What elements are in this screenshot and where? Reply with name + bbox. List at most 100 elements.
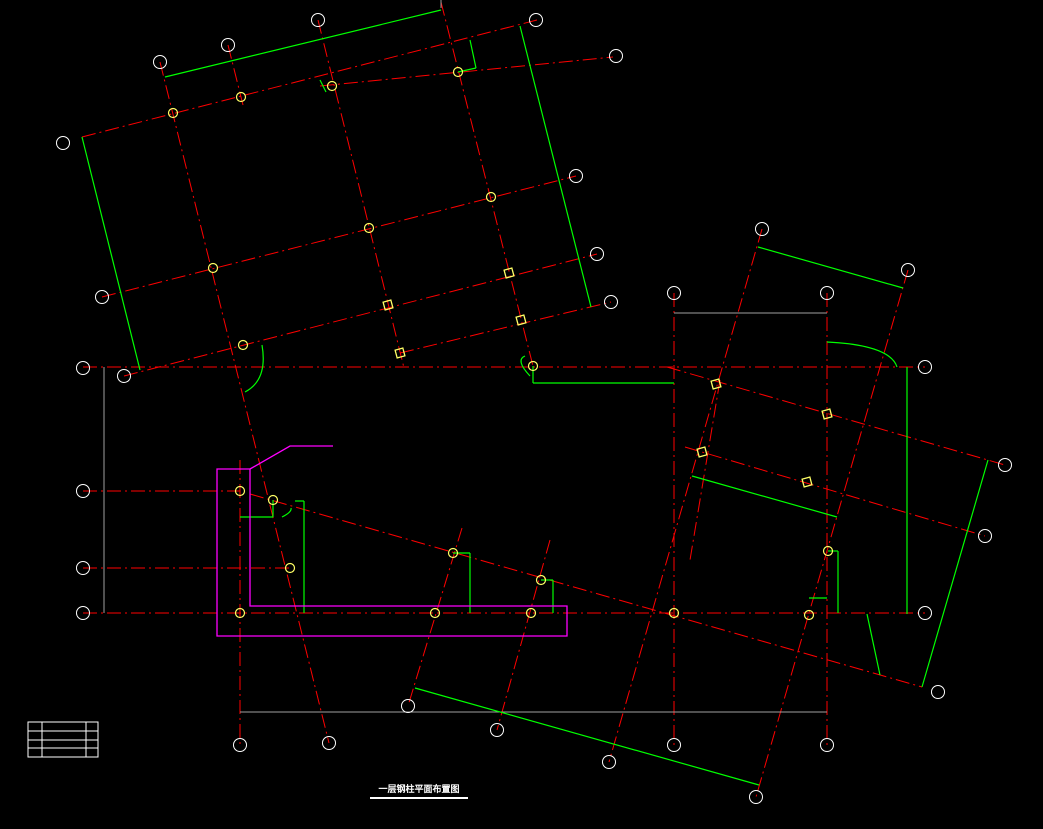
axis-line [249, 493, 923, 688]
axis-bubble [117, 369, 131, 383]
drawing-title: 一层钢柱平面布置图 [378, 785, 460, 795]
axis-bubble [609, 49, 623, 63]
axis-bubble [529, 13, 543, 27]
axis-bubble [401, 699, 415, 713]
reference-lines [103, 0, 827, 713]
axis-line [608, 228, 763, 763]
box-column [515, 314, 527, 326]
axis-bubble [56, 136, 70, 150]
dimension-lines [81, 9, 989, 786]
axis-line [123, 253, 598, 377]
round-column [525, 607, 537, 619]
axis-line [399, 301, 612, 354]
axis-bubble [755, 222, 769, 236]
axis-line [755, 269, 909, 798]
axis-bubble [602, 755, 616, 769]
round-column [207, 262, 219, 274]
axis-line [319, 56, 614, 87]
steel-columns [167, 66, 834, 621]
axis-bubble [901, 263, 915, 277]
round-column [447, 547, 459, 559]
box-column [696, 446, 708, 458]
axis-bubble [978, 529, 992, 543]
box-column [503, 267, 515, 279]
core-wall-polygon [216, 468, 568, 637]
round-column [326, 80, 338, 92]
angle-arc [281, 507, 292, 518]
axis-bubble [820, 738, 834, 752]
axis-line [496, 539, 551, 731]
axis-bubble [76, 361, 90, 375]
angle-arc [826, 341, 898, 368]
axis-line [666, 366, 1006, 466]
axis-bubble [490, 723, 504, 737]
dimension-line [414, 687, 760, 786]
dimension-line [691, 475, 838, 518]
axis-bubbles [56, 13, 1012, 804]
column-legend-table [27, 721, 99, 758]
axis-bubble [749, 790, 763, 804]
axis-bubble [76, 606, 90, 620]
dimension-line [81, 136, 141, 371]
box-column [382, 299, 394, 311]
axis-bubble [820, 286, 834, 300]
box-column [801, 476, 813, 488]
dimension-line [457, 67, 477, 73]
axis-line [159, 61, 330, 744]
axis-bubble [998, 458, 1012, 472]
axis-bubble [76, 561, 90, 575]
round-column [167, 107, 179, 119]
axis-bubble [311, 13, 325, 27]
axis-line [227, 44, 244, 106]
grid-axis-lines [81, 1, 1006, 798]
axis-bubble [918, 360, 932, 374]
box-column [710, 378, 722, 390]
round-column [234, 607, 246, 619]
round-column [527, 360, 539, 372]
axis-line [689, 379, 721, 561]
round-column [237, 339, 249, 351]
round-column [822, 545, 834, 557]
round-column [267, 494, 279, 506]
round-column [535, 574, 547, 586]
round-column [485, 191, 497, 203]
round-column [363, 222, 375, 234]
axis-line [684, 446, 986, 537]
axis-bubble [233, 738, 247, 752]
axis-bubble [931, 685, 945, 699]
round-column [668, 607, 680, 619]
axis-bubble [667, 286, 681, 300]
axis-bubble [918, 606, 932, 620]
dimension-line [866, 613, 881, 676]
dimension-line [469, 39, 477, 69]
round-column [234, 485, 246, 497]
round-column [284, 562, 296, 574]
angle-arc [244, 344, 264, 393]
axis-bubble [667, 738, 681, 752]
axis-line [440, 1, 534, 367]
dimension-line [519, 25, 592, 308]
axis-bubble [76, 484, 90, 498]
box-column [394, 347, 406, 359]
dimension-line [757, 246, 904, 289]
dimension-line [164, 9, 442, 78]
box-column [821, 408, 833, 420]
dimension-line [319, 79, 327, 93]
axis-bubble [604, 295, 618, 309]
leader-line [249, 445, 333, 470]
axis-bubble [95, 290, 109, 304]
title-underline [370, 797, 468, 799]
axis-line [101, 175, 577, 298]
round-column [429, 607, 441, 619]
axis-bubble [590, 247, 604, 261]
axis-bubble [221, 38, 235, 52]
angle-arc [520, 355, 531, 377]
core-wall-outline [216, 445, 568, 637]
axis-line [81, 19, 538, 138]
round-column [452, 66, 464, 78]
round-column [803, 609, 815, 621]
axis-bubble [322, 736, 336, 750]
round-column [235, 91, 247, 103]
axis-bubble [569, 169, 583, 183]
